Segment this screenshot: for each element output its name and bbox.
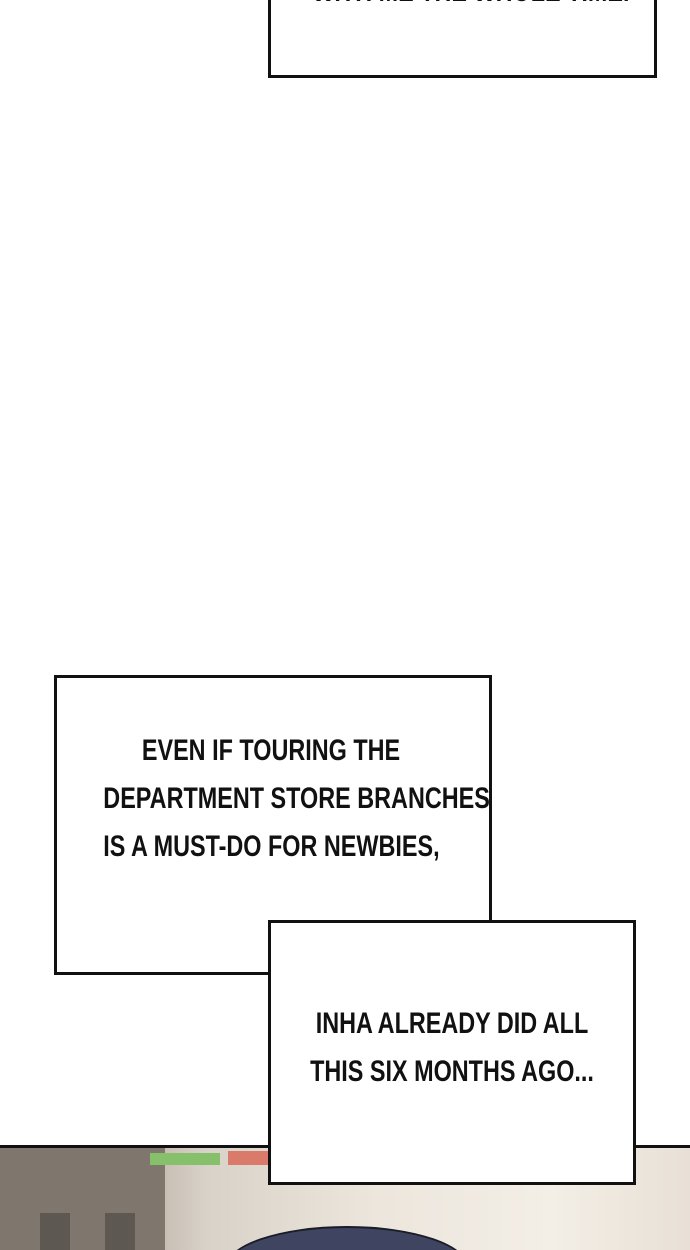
caption-1-line-3: IS A MUST-DO FOR NEWBIES, [103,830,440,863]
red-sign [228,1151,268,1165]
caption-2-line-2: THIS SIX MONTHS AGO... [310,1055,594,1088]
building-shape [0,1148,165,1250]
top-caption-box [268,0,657,78]
caption-2-line-1: INHA ALREADY DID ALL [315,1007,589,1040]
building-window [40,1213,70,1250]
top-caption-text: WITH ME THE WHOLE TIME. [312,0,629,16]
building-window [105,1213,135,1250]
green-sign [150,1153,220,1165]
caption-box-2 [268,920,636,1185]
character-head [225,1226,469,1250]
scene-panel [0,1145,690,1250]
caption-1-line-1: EVEN IF TOURING THE [141,734,401,767]
caption-1-line-2: DEPARTMENT STORE BRANCHES [103,782,490,815]
